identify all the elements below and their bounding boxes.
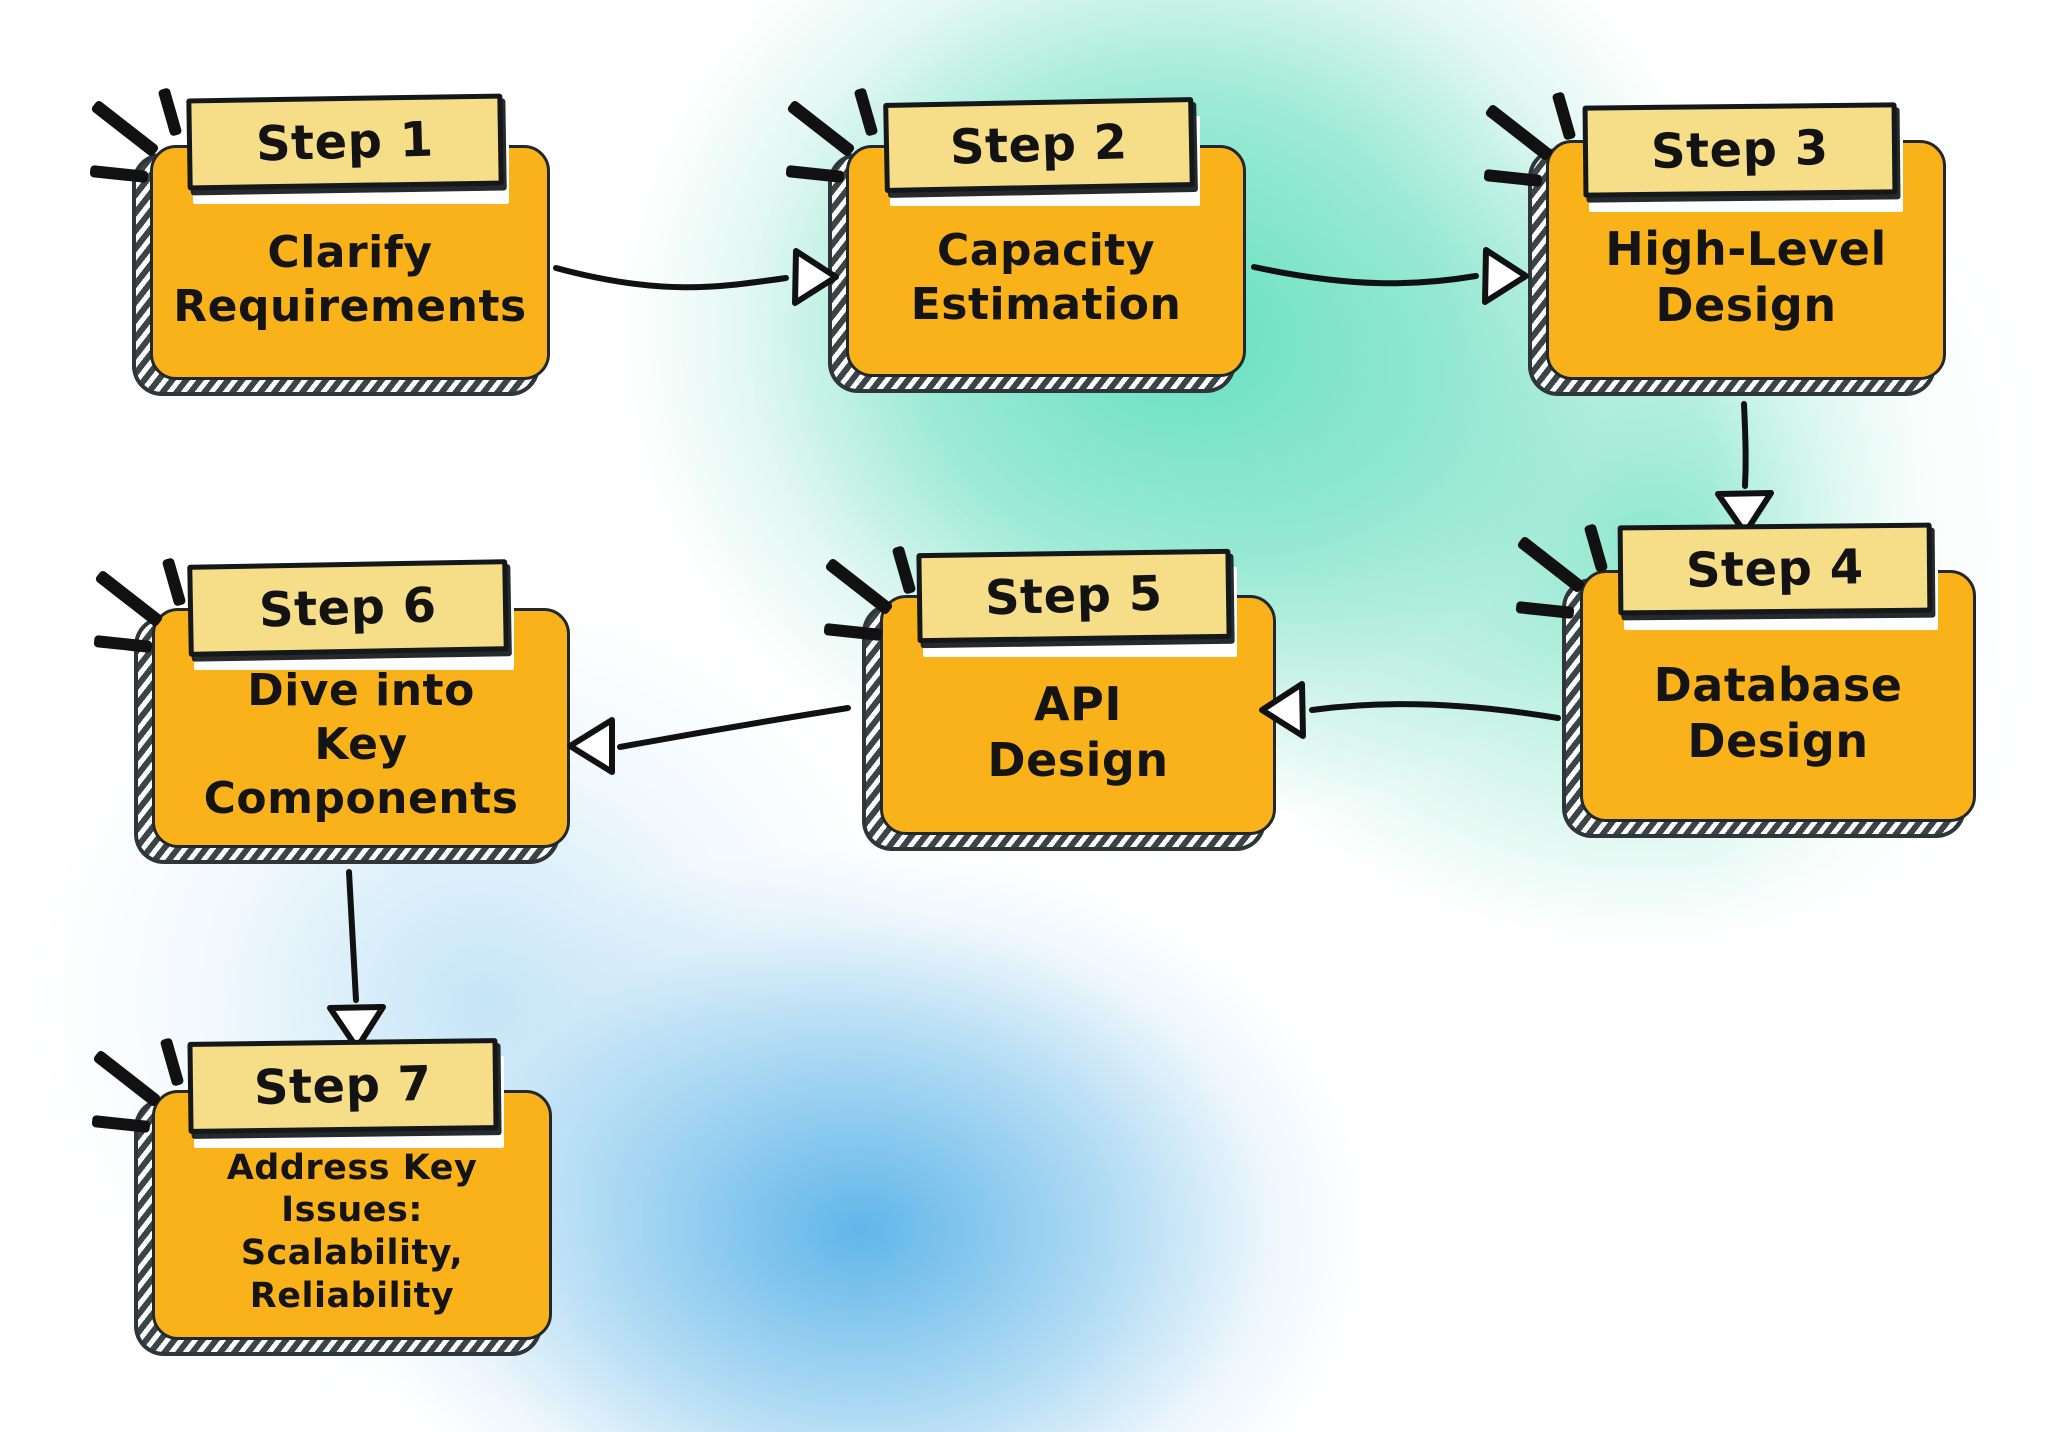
node-label-step7: Address Key Issues: Scalability, Reliabi… (226, 1147, 478, 1316)
plate-step1[interactable]: Step 1 (186, 93, 509, 204)
plate-text-step2: Step 2 (949, 114, 1129, 176)
arrowhead-icon (1482, 247, 1529, 305)
plate-face: Step 4 (1617, 522, 1933, 616)
edge-line (553, 265, 789, 291)
sparkle-burst-icon (1510, 523, 1640, 638)
edge-line (617, 705, 851, 750)
node-label-step2: Capacity Estimation (910, 225, 1182, 330)
arrowhead-icon (1715, 490, 1774, 536)
arrowhead-icon (327, 1004, 386, 1051)
plate-text-step6: Step 6 (258, 577, 438, 639)
edge-line (1251, 264, 1479, 287)
node-label-step4: Database Design (1653, 657, 1903, 768)
edge-step2-step3 (1251, 247, 1529, 305)
arrowhead-icon (792, 248, 839, 306)
edge-line (1741, 401, 1749, 489)
plate-face: Step 1 (186, 93, 504, 191)
node-label-step6: Dive into Key Components (203, 665, 519, 824)
plate-step7[interactable]: Step 7 (187, 1038, 504, 1148)
plate-step4[interactable]: Step 4 (1617, 522, 1938, 630)
sparkle-burst-icon (88, 557, 218, 672)
plate-step6[interactable]: Step 6 (187, 559, 514, 670)
node-label-step5: API Design (987, 676, 1169, 787)
node-step2[interactable]: Capacity Estimation (832, 145, 1246, 389)
plate-face: Step 7 (187, 1038, 499, 1134)
plate-face: Step 2 (883, 97, 1195, 193)
edge-line (346, 869, 359, 1003)
plate-face: Step 3 (1582, 102, 1898, 198)
sparkle-burst-icon (1478, 91, 1608, 206)
plate-step5[interactable]: Step 5 (916, 548, 1237, 657)
sparkle-burst-icon (780, 87, 910, 202)
edge-step6-step7 (327, 869, 386, 1051)
edge-step3-step4 (1715, 401, 1774, 536)
node-label-step1: Clarify Requirements (173, 226, 527, 332)
sparkle-burst-icon (818, 545, 948, 660)
plate-text-step7: Step 7 (253, 1055, 433, 1117)
plate-text-step1: Step 1 (255, 111, 435, 173)
sparkle-burst-icon (86, 1037, 216, 1152)
plate-face: Step 6 (187, 559, 509, 657)
plate-step2[interactable]: Step 2 (883, 97, 1200, 206)
edge-step1-step2 (553, 248, 839, 306)
plate-text-step3: Step 3 (1650, 119, 1830, 181)
edge-step4-step5 (1259, 681, 1561, 739)
edge-step5-step6 (567, 705, 851, 775)
edge-line (1309, 701, 1561, 721)
arrowhead-icon (1259, 681, 1306, 739)
plate-text-step5: Step 5 (984, 565, 1164, 627)
plate-text-step4: Step 4 (1685, 539, 1865, 599)
sparkle-burst-icon (84, 87, 214, 202)
plate-step3[interactable]: Step 3 (1582, 102, 1903, 212)
arrowhead-icon (567, 717, 615, 775)
plate-face: Step 5 (916, 548, 1232, 644)
node-label-step3: High-Level Design (1605, 221, 1887, 332)
